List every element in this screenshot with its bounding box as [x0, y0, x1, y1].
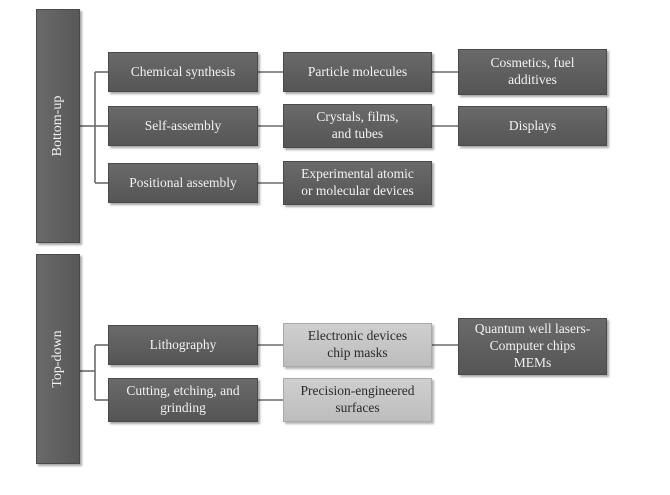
chemical-synthesis-box: Chemical synthesis	[108, 52, 258, 92]
crystals-films-tubes-box: Crystals, films, and tubes	[283, 104, 432, 148]
electronic-devices-box: Electronic devices chip masks	[283, 323, 432, 367]
experimental-devices-box: Experimental atomic or molecular devices	[283, 161, 432, 205]
quantum-well-lasers-box: Quantum well lasers- Computer chips MEMs	[458, 318, 607, 375]
positional-assembly-box: Positional assembly	[108, 163, 258, 203]
bottom-up-label: Bottom-up	[36, 9, 80, 243]
top-down-label: Top-down	[36, 254, 80, 464]
precision-surfaces-box: Precision-engineered surfaces	[283, 378, 432, 422]
bottom-up-label-text: Bottom-up	[50, 95, 65, 157]
cutting-etching-grinding-box: Cutting, etching, and grinding	[108, 378, 258, 422]
self-assembly-box: Self-assembly	[108, 106, 258, 146]
particle-molecules-box: Particle molecules	[283, 52, 432, 92]
cosmetics-fuel-additives-box: Cosmetics, fuel additives	[458, 49, 607, 95]
lithography-box: Lithography	[108, 325, 258, 365]
displays-box: Displays	[458, 106, 607, 146]
top-down-label-text: Top-down	[50, 330, 65, 388]
